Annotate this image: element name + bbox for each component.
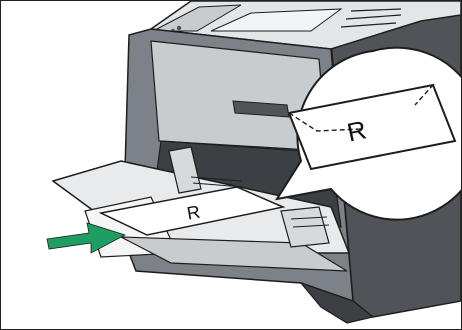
callout-envelope-flap	[288, 83, 435, 132]
printer-lower-drawer	[299, 281, 375, 324]
output-tray	[210, 8, 343, 32]
control-panel-strip	[152, 4, 242, 32]
tray-ribs	[190, 176, 330, 228]
top-vent-slots	[340, 8, 402, 28]
callout-envelope	[287, 83, 457, 171]
paper-guide-left	[168, 146, 202, 194]
front-cover-handle	[232, 100, 290, 118]
envelope-letter-r: R	[185, 202, 201, 224]
paper-guide-right	[280, 206, 330, 248]
envelope-on-tray	[98, 186, 286, 236]
insert-direction-arrow	[46, 222, 127, 254]
